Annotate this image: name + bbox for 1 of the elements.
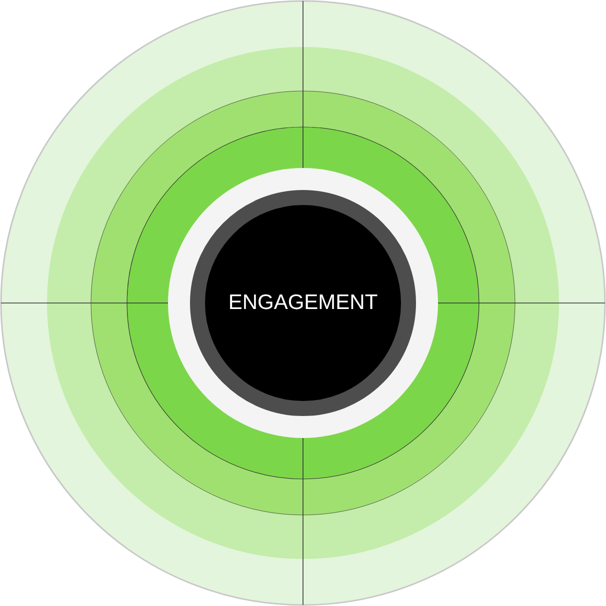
center-label: ENGAGEMENT [228, 291, 378, 315]
